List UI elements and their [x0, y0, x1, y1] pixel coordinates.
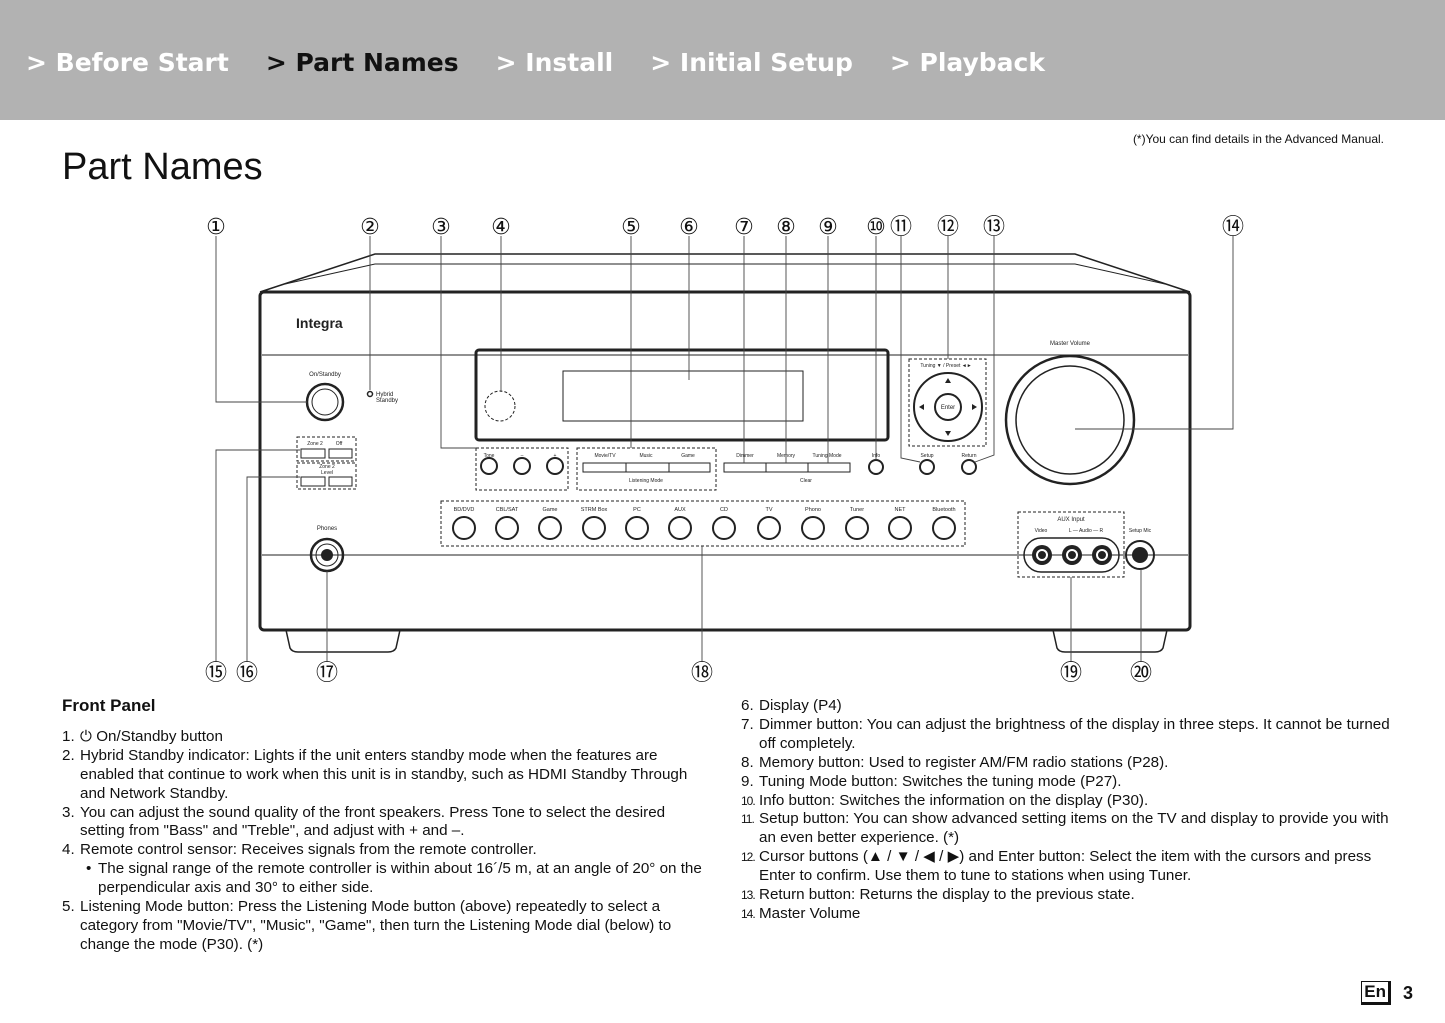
- svg-text:Movie/TV: Movie/TV: [594, 453, 616, 459]
- callout-13: ⑬: [983, 215, 1005, 240]
- page-footer: En 3: [1361, 981, 1413, 1005]
- callout-12: ⑫: [937, 215, 959, 240]
- nav-install[interactable]: > Install: [495, 48, 614, 77]
- callout-4: ④: [491, 215, 511, 240]
- nav-before-start[interactable]: > Before Start: [26, 48, 229, 77]
- svg-text:Game: Game: [543, 507, 558, 513]
- nav-part-names[interactable]: > Part Names: [265, 48, 459, 77]
- svg-text:CBL/SAT: CBL/SAT: [496, 507, 519, 513]
- svg-text:Phones: Phones: [317, 526, 337, 532]
- svg-text:AUX: AUX: [674, 507, 686, 513]
- svg-text:AUX Input: AUX Input: [1057, 517, 1085, 523]
- svg-text:BD/DVD: BD/DVD: [454, 507, 475, 513]
- list-item: 4.Remote control sensor: Receives signal…: [62, 841, 712, 898]
- svg-text:Listening Mode: Listening Mode: [629, 478, 663, 484]
- callout-8: ⑧: [776, 215, 796, 240]
- callout-1: ①: [206, 215, 226, 240]
- svg-text:NET: NET: [895, 507, 907, 513]
- svg-text:STRM Box: STRM Box: [581, 507, 608, 513]
- svg-text:Enter: Enter: [941, 405, 955, 411]
- front-panel-right-column: 6.Display (P4) 7.Dimmer button: You can …: [741, 697, 1391, 924]
- svg-text:Clear: Clear: [800, 478, 812, 484]
- nav-initial-setup[interactable]: > Initial Setup: [650, 48, 853, 77]
- svg-text:Game: Game: [681, 453, 695, 459]
- language-badge: En: [1361, 981, 1391, 1005]
- svg-text:Zone 2: Zone 2: [319, 464, 335, 470]
- svg-text:Music: Music: [639, 453, 653, 459]
- callout-9: ⑨: [818, 215, 838, 240]
- svg-text:PC: PC: [633, 507, 641, 513]
- callout-11: ⑪: [890, 215, 912, 240]
- brand-logo: Integra: [296, 315, 343, 331]
- callout-2: ②: [360, 215, 380, 240]
- page-number: 3: [1402, 982, 1413, 1003]
- front-panel-left-column: Front Panel 1.⏻ On/Standby button 2.Hybr…: [62, 696, 712, 955]
- callout-19: ⑲: [1060, 661, 1082, 686]
- list-item: 14.Master Volume: [741, 904, 861, 922]
- callout-6: ⑥: [679, 215, 699, 240]
- top-navigation-bar: > Before Start > Part Names > Install > …: [0, 0, 1445, 120]
- list-item: 11.Setup button: You can show advanced s…: [741, 810, 1389, 847]
- master-volume-label: Master Volume: [1050, 341, 1091, 347]
- svg-text:Hybrid: Hybrid: [376, 392, 393, 398]
- page-title: Part Names: [62, 146, 263, 188]
- callout-18: ⑱: [691, 661, 713, 686]
- callout-7: ⑦: [734, 215, 754, 240]
- callout-20: ⑳: [1130, 661, 1152, 686]
- callout-15: ⑮: [205, 661, 227, 686]
- svg-text:Tuning Mode: Tuning Mode: [813, 453, 842, 459]
- svg-text:Bluetooth: Bluetooth: [932, 507, 955, 513]
- list-item: 2.Hybrid Standby indicator: Lights if th…: [62, 746, 688, 802]
- list-item: 3.You can adjust the sound quality of th…: [62, 803, 666, 840]
- svg-text:Setup Mic: Setup Mic: [1129, 528, 1152, 534]
- callout-14: ⑭: [1222, 215, 1244, 240]
- callout-10: ⑩: [866, 215, 886, 240]
- svg-text:Off: Off: [336, 441, 343, 447]
- list-item: 8.Memory button: Used to register AM/FM …: [741, 753, 1169, 771]
- nav-playback[interactable]: > Playback: [889, 48, 1045, 77]
- callout-3: ③: [431, 215, 451, 240]
- list-sub-item: The signal range of the remote controlle…: [80, 860, 712, 898]
- svg-text:Tone: Tone: [484, 453, 495, 459]
- svg-text:–: –: [521, 453, 524, 459]
- advanced-manual-note: (*)You can find details in the Advanced …: [1132, 132, 1384, 146]
- svg-text:Video: Video: [1035, 528, 1048, 534]
- callout-17: ⑰: [316, 661, 338, 686]
- svg-text:L — Audio — R: L — Audio — R: [1069, 528, 1104, 534]
- svg-text:CD: CD: [720, 507, 728, 513]
- front-panel-diagram: On/Standby Hybrid Standby Master Volume …: [205, 215, 1244, 686]
- nav-links: > Before Start > Part Names > Install > …: [26, 48, 1082, 77]
- svg-text:+: +: [554, 453, 557, 459]
- svg-text:Standby: Standby: [376, 398, 398, 404]
- svg-text:Return: Return: [961, 453, 976, 459]
- svg-text:Zone 2: Zone 2: [307, 441, 323, 447]
- svg-text:Phono: Phono: [805, 507, 821, 513]
- svg-text:Tuner: Tuner: [850, 507, 864, 513]
- callout-16: ⑯: [236, 661, 258, 686]
- svg-text:Level: Level: [321, 470, 333, 476]
- list-item: 13.Return button: Returns the display to…: [741, 886, 1135, 904]
- list-item: 12.Cursor buttons (▲ / ▼ / ◀ / ▶) and En…: [741, 848, 1372, 885]
- list-item: 5.Listening Mode button: Press the Liste…: [62, 898, 672, 953]
- svg-text:Dimmer: Dimmer: [736, 453, 754, 459]
- callout-5: ⑤: [621, 215, 641, 240]
- list-item: 6.Display (P4): [741, 697, 842, 714]
- svg-text:TV: TV: [765, 507, 772, 513]
- front-panel-heading: Front Panel: [62, 696, 156, 715]
- svg-text:Tuning ▼ / Preset ◄►: Tuning ▼ / Preset ◄►: [920, 363, 971, 369]
- list-item: 7.Dimmer button: You can adjust the brig…: [741, 715, 1390, 752]
- on-standby-label: On/Standby: [309, 372, 341, 378]
- list-item: 9.Tuning Mode button: Switches the tunin…: [741, 772, 1122, 790]
- list-item: 1.⏻ On/Standby button: [62, 727, 223, 745]
- list-item: 10.Info button: Switches the information…: [741, 791, 1149, 809]
- svg-text:Setup: Setup: [920, 453, 933, 459]
